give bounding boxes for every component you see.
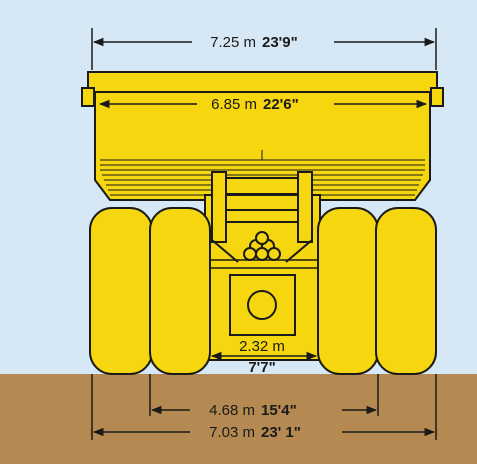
label-tire-width-metric: 7.03 m xyxy=(209,424,255,441)
tire-inner-right xyxy=(317,207,379,375)
label-tire-width-imperial: 23' 1" xyxy=(261,424,301,441)
ground xyxy=(0,374,477,464)
tire-outer-right xyxy=(375,207,437,375)
tires xyxy=(89,207,437,375)
label-overall-width-imperial: 23'9" xyxy=(262,34,298,51)
label-overall-width-metric: 7.25 m xyxy=(210,34,256,51)
label-rear-track-metric: 4.68 m xyxy=(209,402,255,419)
label-rear-track-imperial: 15'4" xyxy=(261,402,297,419)
label-tire-gap-metric: 2.32 m xyxy=(239,338,285,355)
tire-outer-left xyxy=(89,207,153,375)
chassis xyxy=(204,171,321,361)
label-tire-gap-imperial: 7'7" xyxy=(248,359,275,376)
label-body-width-imperial: 22'6" xyxy=(263,96,299,113)
label-body-width-metric: 6.85 m xyxy=(211,96,257,113)
tire-inner-left xyxy=(149,207,211,375)
